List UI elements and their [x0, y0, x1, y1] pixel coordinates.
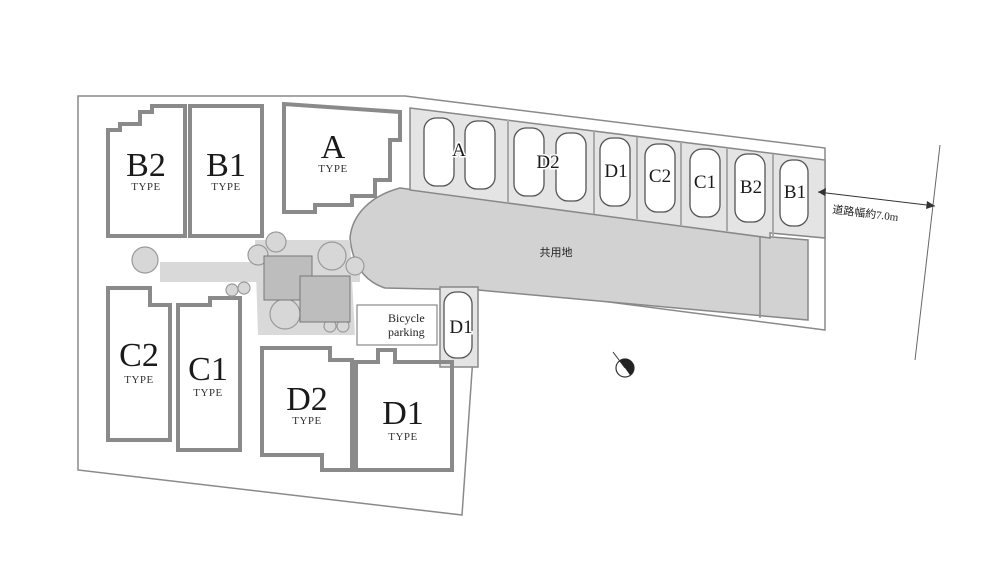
tree-icon: [265, 231, 287, 253]
car-icon: [689, 148, 721, 218]
unit-d2-type: TYPE: [292, 415, 322, 427]
tree-icon: [225, 283, 239, 297]
unit-c1-letter: C1: [188, 351, 228, 388]
stall-label-d1: D1: [604, 161, 627, 182]
unit-c1-type: TYPE: [193, 387, 223, 399]
car-icon: [644, 143, 676, 213]
unit-a: [282, 101, 402, 214]
unit-b2-letter: B2: [126, 147, 166, 184]
car-icon: [599, 137, 631, 207]
unit-c2: [106, 286, 172, 442]
unit-c2-type: TYPE: [124, 374, 154, 386]
stall-label-c2: C2: [649, 166, 671, 187]
extra-stall-label: D1: [449, 317, 472, 338]
lot-boundary: [77, 95, 826, 516]
tree-icon: [237, 281, 251, 295]
dim-arrow-right-icon: [926, 201, 935, 209]
bicycle-label-line1: Bicycle: [388, 311, 425, 325]
tree-icon: [247, 244, 269, 266]
stall-label-d2: D2: [536, 152, 559, 173]
cars: [423, 117, 809, 227]
tree-icon: [269, 298, 301, 330]
unit-a-type: TYPE: [318, 163, 348, 175]
unit-b1-letter: B1: [206, 147, 246, 184]
car-icon: [779, 159, 809, 227]
stall-label-b1: B1: [784, 182, 806, 203]
car-icon: [555, 132, 587, 202]
landscaping: [131, 231, 365, 333]
unit-d1-letter: D1: [382, 395, 424, 432]
common-area-label: 共用地: [540, 246, 573, 259]
unit-d1-type: TYPE: [388, 431, 418, 443]
stall-label-b2: B2: [740, 177, 762, 198]
unit-b1-type: TYPE: [211, 181, 241, 193]
parking-dividers: [507, 120, 774, 236]
dim-arrow-left-icon: [818, 188, 826, 196]
bicycle-parking-area: [356, 304, 438, 346]
unit-a-letter: A: [321, 129, 346, 166]
unit-b2-type: TYPE: [131, 181, 161, 193]
tree-icon: [317, 241, 347, 271]
car-icon: [734, 153, 766, 223]
car-icon: [464, 120, 496, 190]
unit-d2: [260, 346, 354, 472]
north-arrow-icon: [612, 351, 635, 378]
unit-c2-letter: C2: [119, 337, 159, 374]
car-icon: [513, 127, 545, 197]
car-icon: [423, 117, 455, 187]
unit-d2-letter: D2: [286, 381, 328, 418]
unit-b2: [106, 104, 187, 238]
car-icon: [443, 291, 473, 359]
road-edge-right: [914, 144, 941, 361]
road-width-label: 道路幅約7.0m: [832, 202, 900, 224]
unit-b1: [188, 104, 264, 238]
road-width-dimension: [817, 191, 936, 207]
bicycle-label-line2: parking: [388, 325, 425, 339]
hedge: [299, 275, 351, 323]
stall-label-c1: C1: [694, 172, 716, 193]
unit-d1: [354, 348, 454, 472]
tree-icon: [345, 256, 365, 276]
tree-icon: [131, 246, 159, 274]
stall-label-a: A: [452, 140, 466, 161]
unit-c1: [176, 296, 242, 452]
